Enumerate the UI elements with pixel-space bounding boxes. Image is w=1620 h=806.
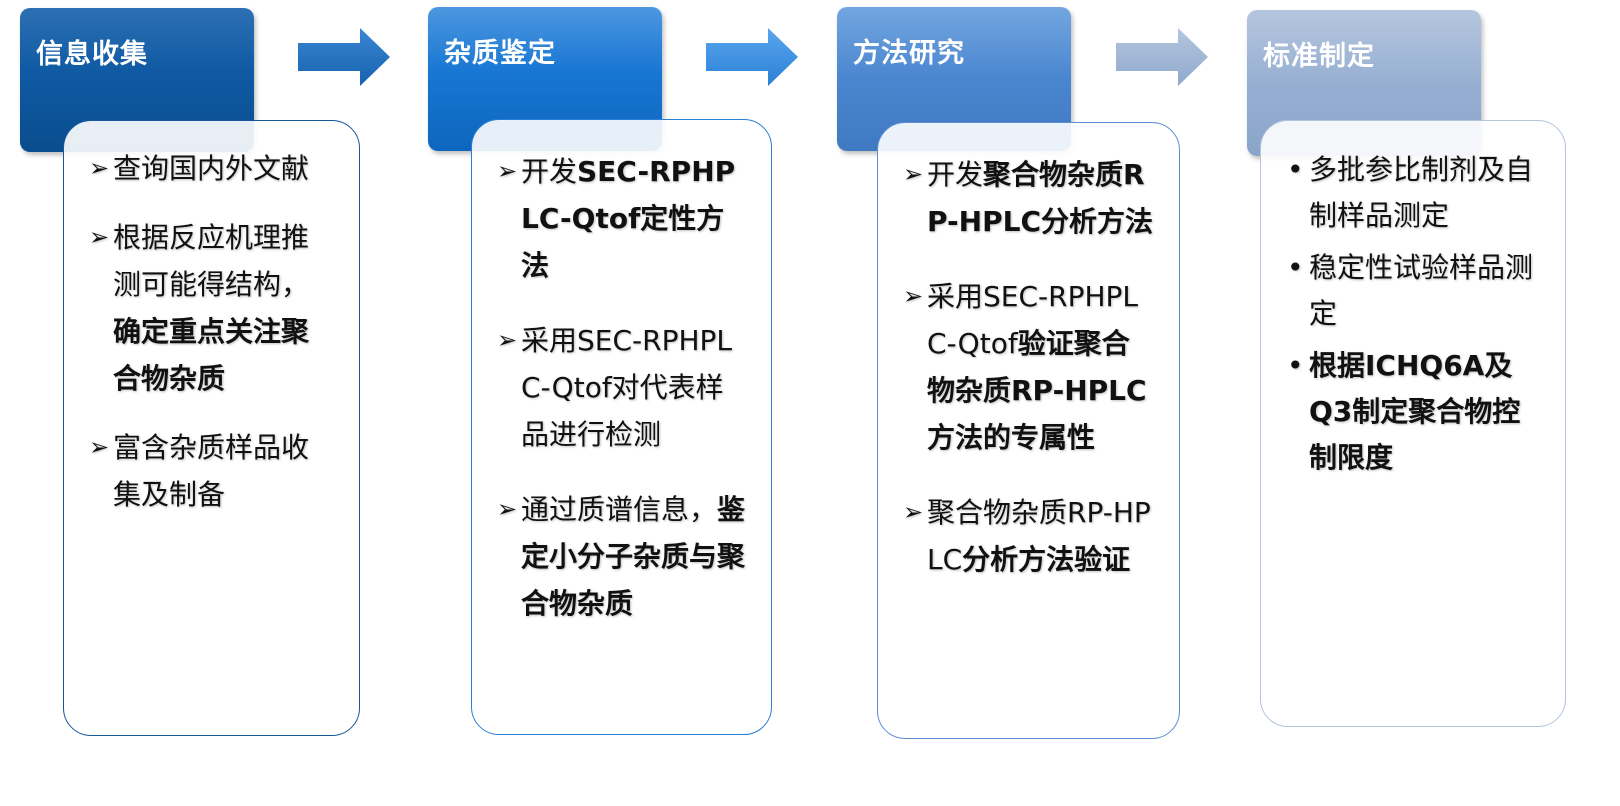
list-item: •多批参比制剂及自制样品测定 <box>1283 147 1533 239</box>
list-item: ➢根据反应机理推测可能得结构，确定重点关注聚合物杂质 <box>89 214 321 402</box>
list-item: ➢查询国内外文献 <box>89 145 321 192</box>
list-item: ➢开发聚合物杂质RP-HPLC分析方法 <box>903 151 1155 245</box>
list-item: ➢开发SEC-RPHPLC-Qtof定性方法 <box>497 148 751 289</box>
dot-bullet-icon: • <box>1287 349 1304 382</box>
arrow-bullet-icon: ➢ <box>903 498 924 526</box>
arrow-bullet-icon: ➢ <box>903 160 924 188</box>
dot-bullet-icon: • <box>1287 153 1304 186</box>
stage-title: 标准制定 <box>1263 41 1375 72</box>
arrow-bullet-icon: ➢ <box>497 326 518 354</box>
stage-title: 信息收集 <box>36 39 148 70</box>
stage-card-impurity-identification: ➢开发SEC-RPHPLC-Qtof定性方法 ➢采用SEC-RPHPLC-Qto… <box>471 119 772 735</box>
stage-title: 杂质鉴定 <box>444 38 556 69</box>
arrow-bullet-icon: ➢ <box>903 282 924 310</box>
flow-arrow-icon <box>1116 28 1208 86</box>
list-item: ➢聚合物杂质RP-HPLC分析方法验证 <box>903 489 1155 583</box>
stage-card-standard-setting: •多批参比制剂及自制样品测定 •稳定性试验样品测定 •根据ICHQ6A及Q3制定… <box>1260 120 1566 727</box>
dot-bullet-icon: • <box>1287 251 1304 284</box>
stage-card-info-collection: ➢查询国内外文献 ➢根据反应机理推测可能得结构，确定重点关注聚合物杂质 ➢富含杂… <box>63 120 360 736</box>
flow-arrow-icon <box>298 28 390 86</box>
arrow-bullet-icon: ➢ <box>89 433 110 461</box>
flow-arrow-icon <box>706 28 798 86</box>
stage-item-list: ➢查询国内外文献 ➢根据反应机理推测可能得结构，确定重点关注聚合物杂质 ➢富含杂… <box>89 145 321 540</box>
stage-item-list: •多批参比制剂及自制样品测定 •稳定性试验样品测定 •根据ICHQ6A及Q3制定… <box>1283 147 1533 487</box>
arrow-bullet-icon: ➢ <box>89 223 110 251</box>
stage-item-list: ➢开发SEC-RPHPLC-Qtof定性方法 ➢采用SEC-RPHPLC-Qto… <box>497 148 751 649</box>
stage-item-list: ➢开发聚合物杂质RP-HPLC分析方法 ➢采用SEC-RPHPLC-Qtof验证… <box>903 151 1155 605</box>
stage-title: 方法研究 <box>853 38 965 69</box>
list-item: •根据ICHQ6A及Q3制定聚合物控制限度 <box>1283 343 1533 481</box>
list-item: ➢通过质谱信息，鉴定小分子杂质与聚合物杂质 <box>497 486 751 627</box>
arrow-bullet-icon: ➢ <box>497 495 518 523</box>
arrow-bullet-icon: ➢ <box>89 154 110 182</box>
list-item: •稳定性试验样品测定 <box>1283 245 1533 337</box>
stage-card-method-research: ➢开发聚合物杂质RP-HPLC分析方法 ➢采用SEC-RPHPLC-Qtof验证… <box>877 122 1180 739</box>
list-item: ➢富含杂质样品收集及制备 <box>89 424 321 518</box>
arrow-bullet-icon: ➢ <box>497 157 518 185</box>
list-item: ➢采用SEC-RPHPLC-Qtof验证聚合物杂质RP-HPLC方法的专属性 <box>903 273 1155 461</box>
list-item: ➢采用SEC-RPHPLC-Qtof对代表样品进行检测 <box>497 317 751 458</box>
